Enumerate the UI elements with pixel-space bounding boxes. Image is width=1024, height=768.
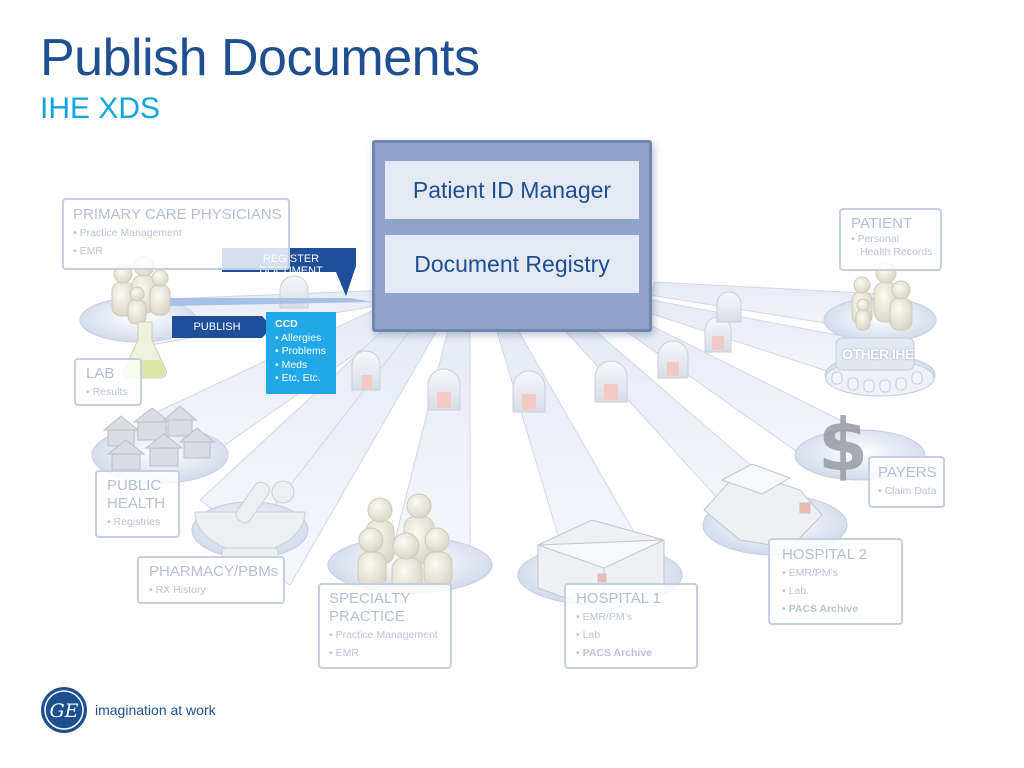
node-pharmacy: PHARMACY/PBMs • RX History [137, 556, 285, 604]
node-title: LAB [86, 365, 115, 382]
ccd-title: CCD [275, 318, 298, 330]
document-registry-block: Patient ID Manager Document Registry [372, 140, 652, 332]
node-item: • Practice Management [73, 227, 182, 239]
node-primary-care: PRIMARY CARE PHYSICIANS • Practice Manag… [62, 198, 290, 270]
ge-tagline: imagination at work [95, 702, 216, 718]
repository-icon [351, 350, 381, 391]
other-ihe-label: OTHER IHE [842, 346, 914, 362]
node-item: • EMR/PM’s [576, 611, 632, 623]
ccd-document: CCD • Allergies • Problems • Meds • Etc,… [266, 312, 336, 394]
node-item: • Lab [576, 629, 601, 641]
repository-icon [716, 291, 742, 323]
ccd-item: • Allergies [275, 331, 322, 344]
node-title: PAYERS [878, 464, 937, 481]
ccd-item: • Problems [275, 345, 326, 357]
node-item: • PACS Archive [782, 603, 859, 615]
people-icon-specialty [357, 493, 453, 595]
node-title: HOSPITAL 1 [576, 590, 662, 607]
node-title: SPECIALTY PRACTICE [329, 590, 411, 625]
node-public-health: PUBLIC HEALTH • Registries [95, 470, 180, 538]
repository-icon [594, 360, 628, 403]
node-item: • Registries [107, 516, 161, 528]
page-subtitle: IHE XDS [40, 92, 161, 125]
publish-label: PUBLISH [193, 321, 241, 333]
node-item: • Results [86, 386, 128, 398]
node-patient: PATIENT • Personal Health Records [839, 208, 942, 271]
people-icon-patient [851, 262, 913, 331]
dollar-icon: $ [818, 403, 868, 487]
repository-doc-marks [362, 336, 724, 410]
node-title: PUBLIC HEALTH [107, 477, 166, 512]
ccd-item: • Meds [275, 358, 308, 371]
node-specialty-practice: SPECIALTY PRACTICE • Practice Management… [318, 583, 452, 669]
node-item: • Practice Management [329, 629, 438, 641]
node-title: PATIENT [851, 215, 913, 232]
publish-arrow [172, 316, 272, 338]
node-lab: LAB • Results [74, 358, 142, 406]
houses-icon [102, 405, 216, 471]
repository-icon [657, 340, 689, 379]
node-item: • EMR/PM’s [782, 567, 838, 579]
page-title: Publish Documents [40, 29, 480, 87]
node-item: • PACS Archive [576, 647, 653, 659]
node-item: • Claim Data [878, 485, 937, 497]
document-registry-label: Document Registry [385, 235, 639, 293]
node-item: • Personal [851, 233, 900, 245]
register-arrow-band [170, 298, 372, 306]
mortar-pestle-icon [194, 480, 306, 559]
node-item: • RX History [149, 584, 206, 596]
node-hospital-2: HOSPITAL 2 • EMR/PM’s • Lab • PACS Archi… [768, 538, 903, 625]
ge-logo-icon: GE [41, 687, 87, 733]
repository-icon [427, 368, 461, 411]
node-item: Health Records [860, 246, 933, 258]
node-hospital-1: HOSPITAL 1 • EMR/PM’s • Lab • PACS Archi… [564, 583, 698, 669]
node-title: PRIMARY CARE PHYSICIANS [73, 206, 282, 223]
hospital-building-icon-2 [703, 463, 823, 549]
node-item: • Lab [782, 585, 807, 597]
node-item: • EMR [329, 647, 359, 659]
svg-text:GE: GE [49, 700, 78, 722]
repository-icon [512, 370, 546, 413]
other-ihe-platform [825, 337, 935, 397]
patient-id-manager-label: Patient ID Manager [385, 161, 639, 219]
node-payers: PAYERS • Claim Data [868, 456, 945, 508]
node-title: PHARMACY/PBMs [149, 563, 279, 580]
node-item: • EMR [73, 245, 103, 257]
ccd-item: • Etc, Etc. [275, 372, 321, 384]
node-title: HOSPITAL 2 [782, 546, 868, 563]
